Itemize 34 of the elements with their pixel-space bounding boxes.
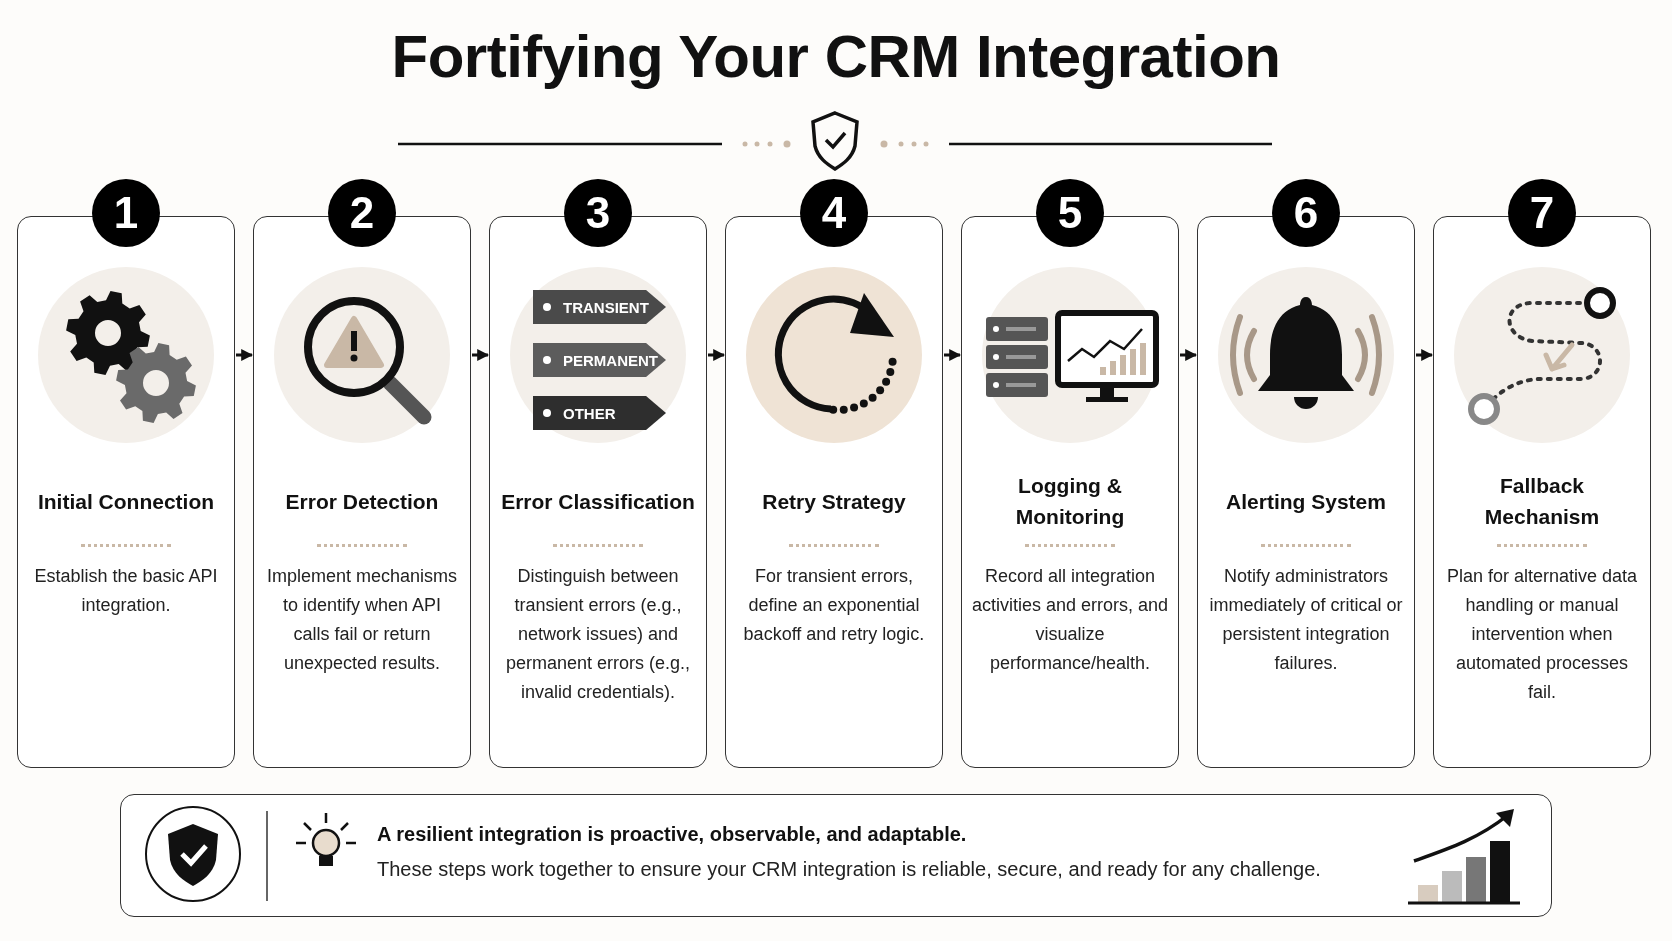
category-tag: OTHER (533, 396, 666, 430)
step-number-badge: 4 (800, 179, 868, 247)
title: Fortifying Your CRM Integration (390, 22, 1282, 91)
step-description: Distinguish between transient errors (e.g., network issues) and permanent errors (e.g., invalid credentials). (504, 565, 692, 704)
step-number-badge: 2 (328, 179, 396, 247)
step-description: Establish the basic API integration. (33, 565, 219, 617)
arrow (708, 349, 726, 361)
summary-heading: A resilient integration is proactive, observable, and adaptable. (377, 823, 967, 846)
step-title: Alerting System (1226, 488, 1386, 515)
arrow (1180, 349, 1198, 361)
summary-text: These steps work together to ensure your CRM integration is reliable, secure, and ready for any challenge. (377, 858, 1321, 881)
step-number-badge: 1 (92, 179, 160, 247)
step-description: For transient errors, define an exponential backoff and retry logic. (742, 565, 926, 646)
step-number-badge: 5 (1036, 179, 1104, 247)
category-tag: PERMANENT (533, 343, 666, 377)
step-number-badge: 3 (564, 179, 632, 247)
arrow (944, 349, 962, 361)
step-title: Initial Connection (37, 488, 215, 515)
summary-panel (120, 794, 1552, 917)
step-title: Error Detection (285, 488, 439, 515)
step-description: Plan for alternative data handling or manual intervention when automated processes fail. (1445, 565, 1639, 704)
step-description: Notify administrators immediately of critical or persistent integration failures. (1208, 565, 1404, 675)
step-title: Fallback Mechanism (1483, 473, 1601, 530)
arrow (236, 349, 254, 361)
step-number-badge: 6 (1272, 179, 1340, 247)
arrow (1416, 349, 1434, 361)
step-title: Error Classification (501, 488, 695, 515)
arrow (472, 349, 490, 361)
step-title: Retry Strategy (762, 488, 906, 515)
step-number-badge: 7 (1508, 179, 1576, 247)
category-tag: TRANSIENT (533, 290, 666, 324)
step-description: Record all integration activities and errors, and visualize performance/health. (971, 565, 1169, 675)
step-description: Implement mechanisms to identify when API calls fail or return unexpected results. (265, 565, 459, 675)
step-title: Logging & Monitoring (1014, 473, 1126, 530)
